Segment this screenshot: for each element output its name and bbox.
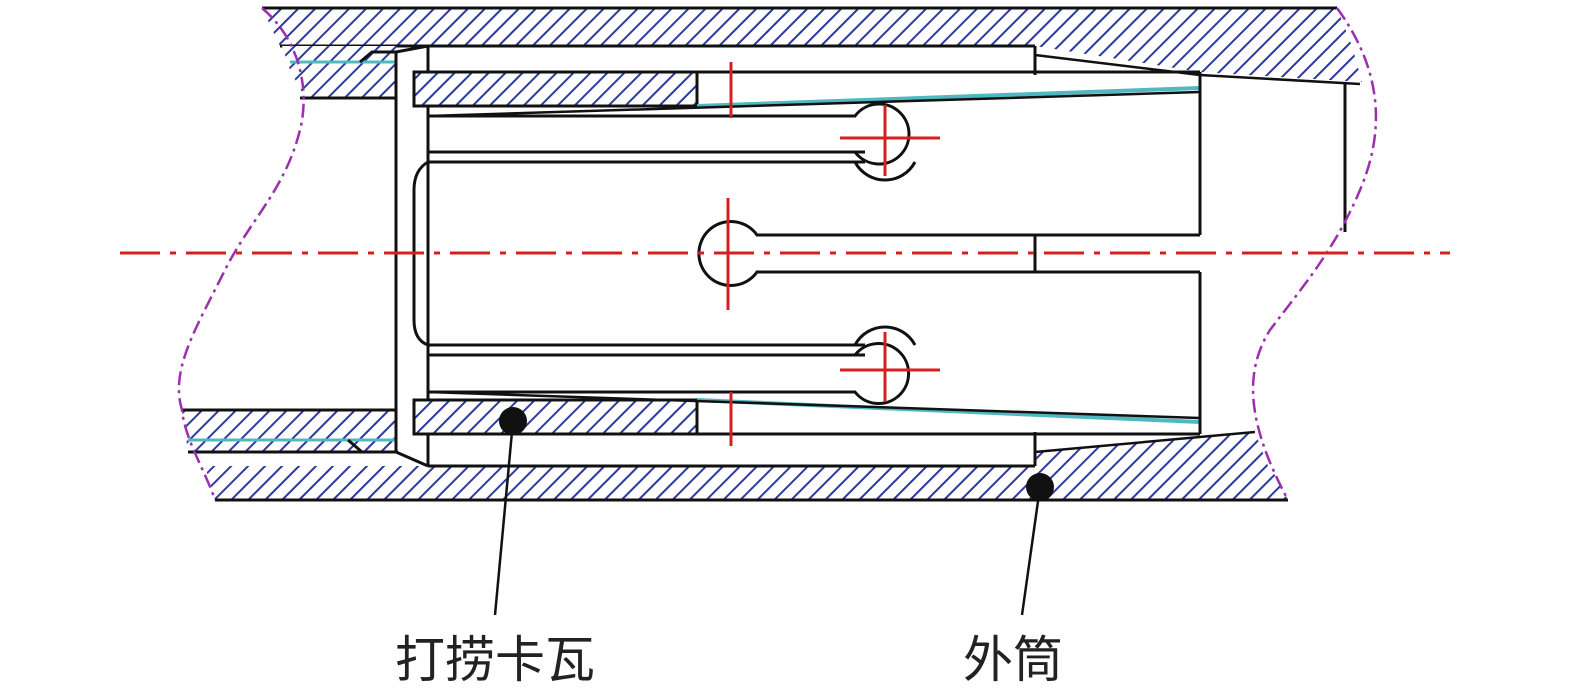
break-lines <box>177 7 1378 501</box>
outer-tube-bottom-wall <box>205 430 1288 502</box>
slip-body <box>394 44 1347 468</box>
label-outer-tube: 外筒 <box>963 631 1063 689</box>
leader-outer-tube <box>1020 473 1054 616</box>
leader-dot-slip <box>499 407 527 435</box>
left-connector-top <box>282 46 398 100</box>
outer-tube-top-wall <box>262 6 1362 86</box>
label-slip: 打捞卡瓦 <box>395 631 595 689</box>
left-connector-bottom <box>182 408 398 454</box>
leader-slip <box>493 407 527 616</box>
centerlines <box>120 62 1450 446</box>
